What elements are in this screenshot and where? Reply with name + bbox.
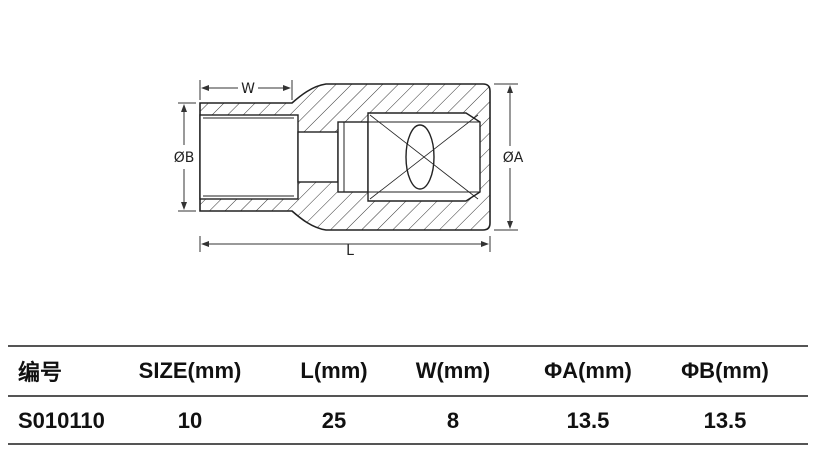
header-code: 编号: [18, 360, 63, 385]
dimension-l: L: [199, 236, 491, 259]
socket-technical-drawing: W L ØB ØA: [174, 80, 524, 259]
table-bottom-rule: [8, 443, 808, 445]
table-row: S010110 10 25 8 13.5 13.5: [8, 397, 808, 445]
dimension-diameter-b: ØB: [174, 102, 196, 212]
cell-diameter-b: 13.5: [703, 408, 747, 433]
dimension-diameter-b-label: ØB: [174, 150, 195, 166]
dimension-w: W: [199, 80, 293, 100]
cell-length: 25: [321, 408, 347, 433]
dimension-diameter-a-label: ØA: [503, 150, 524, 166]
dimension-diameter-a: ØA: [494, 83, 524, 231]
header-size: SIZE(mm): [138, 358, 242, 383]
header-length: L(mm): [300, 358, 368, 383]
socket-body-section: [199, 83, 491, 231]
header-diameter-b: ΦB(mm): [681, 358, 769, 383]
table-mid-rule: [8, 395, 808, 397]
cell-code: S010110: [18, 408, 105, 433]
header-width: W(mm): [415, 358, 491, 383]
dimension-l-label: L: [346, 243, 354, 259]
dimension-w-label: W: [241, 81, 255, 97]
cell-width: 8: [446, 408, 460, 433]
table-header-row: 编号 SIZE(mm) L(mm) W(mm) ΦA(mm) ΦB(mm): [8, 347, 808, 395]
header-diameter-a: ΦA(mm): [544, 358, 632, 383]
cell-diameter-a: 13.5: [566, 408, 610, 433]
cell-size: 10: [177, 408, 203, 433]
table-top-rule: [8, 345, 808, 347]
